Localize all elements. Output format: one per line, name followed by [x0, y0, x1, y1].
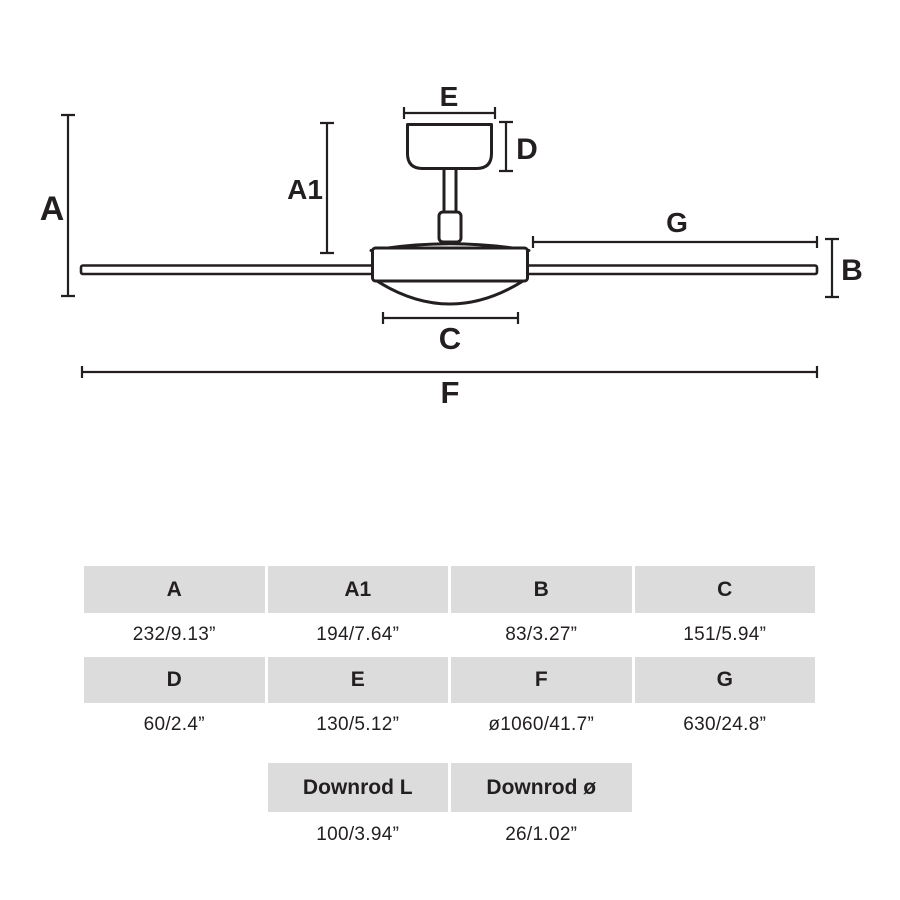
dim-a1-line	[320, 121, 334, 255]
table-header-e: E	[267, 657, 448, 703]
table-header-a: A	[84, 566, 265, 613]
table-header-downrod-dia: Downrod ø	[451, 763, 632, 812]
dim-b-label: B	[841, 254, 863, 287]
dim-d-label: D	[516, 133, 538, 166]
dim-d-line	[499, 120, 513, 173]
table-header-g: G	[634, 657, 815, 703]
fan-downrod	[442, 164, 458, 218]
fan-light-lens	[375, 279, 525, 306]
table-header-f: F	[451, 657, 632, 703]
fan-canopy	[406, 123, 493, 170]
table-value-downrod-l: 100/3.94”	[267, 812, 448, 858]
dim-a-label: A	[40, 190, 65, 228]
fan-motor-body	[371, 246, 529, 283]
table-header-a1: A1	[267, 566, 448, 613]
dim-g-line	[531, 236, 819, 248]
table-value-a1: 194/7.64”	[267, 613, 448, 657]
fan-blade-left	[79, 264, 378, 276]
table-value-f: ø1060/41.7”	[451, 703, 632, 747]
dim-f-line	[80, 366, 819, 378]
table-value-e: 130/5.12”	[267, 703, 448, 747]
table-header-downrod-l: Downrod L	[267, 763, 448, 812]
dim-a1-label: A1	[287, 174, 323, 205]
dim-e-line	[402, 107, 497, 119]
dim-c-line	[381, 312, 520, 324]
dim-b-line	[825, 237, 839, 299]
table-header-d: D	[84, 657, 265, 703]
dimensions-table: A A1 B C 232/9.13” 194/7.64” 83/3.27” 15…	[84, 566, 815, 858]
dim-f-label: F	[441, 375, 460, 410]
fan-drawing	[79, 123, 819, 306]
table-value-a: 232/9.13”	[84, 613, 265, 657]
dim-a-line	[61, 113, 75, 298]
table-header-c: C	[634, 566, 815, 613]
dimension-lines	[61, 107, 839, 378]
fan-dimension-diagram: A A1 E D G B C F	[40, 81, 863, 410]
fan-blade-right	[522, 264, 819, 276]
table-value-g: 630/24.8”	[634, 703, 815, 747]
dim-c-label: C	[439, 321, 461, 356]
table-header-b: B	[451, 566, 632, 613]
dim-g-label: G	[666, 207, 688, 238]
fan-diagram-svg: A A1 E D G B C F	[40, 81, 863, 410]
fan-downrod-coupling	[437, 210, 463, 244]
table-value-d: 60/2.4”	[84, 703, 265, 747]
table-value-downrod-dia: 26/1.02”	[451, 812, 632, 858]
table-value-b: 83/3.27”	[451, 613, 632, 657]
table-value-c: 151/5.94”	[634, 613, 815, 657]
dim-e-label: E	[440, 81, 459, 112]
